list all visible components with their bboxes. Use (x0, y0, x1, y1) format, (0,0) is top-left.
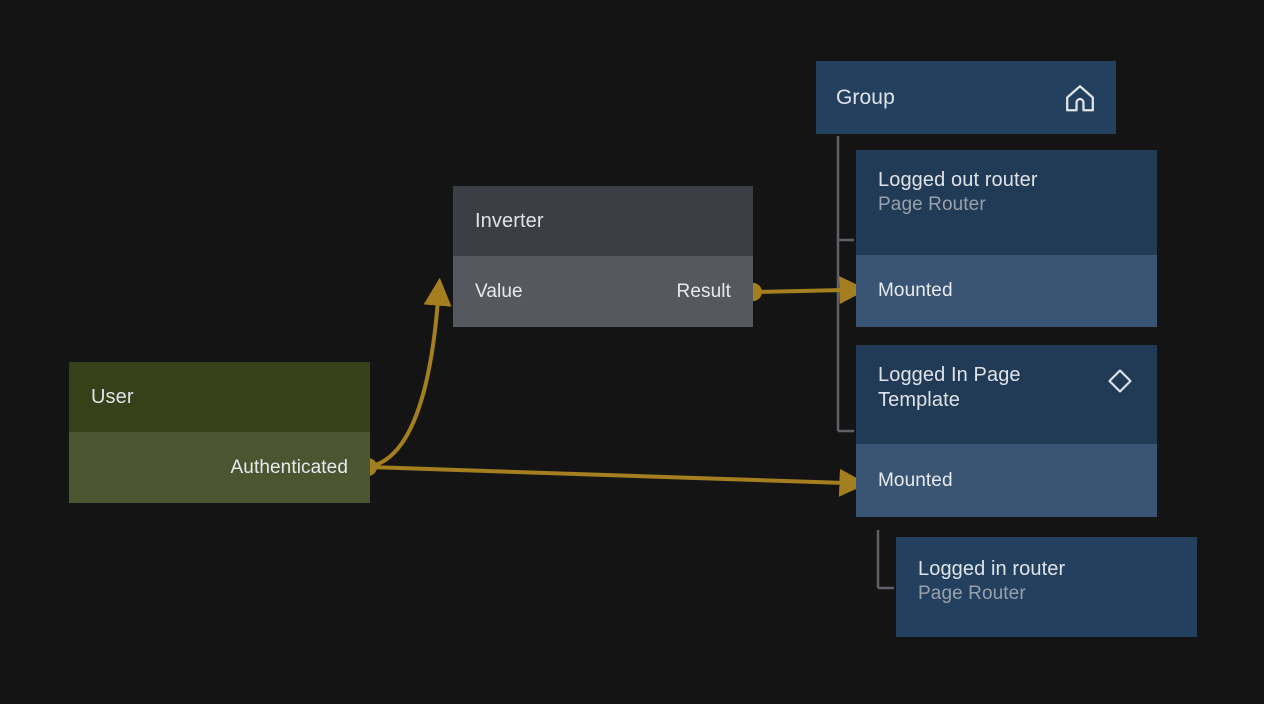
wire-inverter-to-logged-out-mounted (753, 276, 868, 305)
node-user[interactable]: User Authenticated (69, 362, 370, 503)
node-group[interactable]: Group (816, 61, 1116, 134)
node-user-header: User (69, 362, 370, 432)
node-group-title: Group (836, 86, 895, 109)
node-logged-in-router-subtitle: Page Router (918, 583, 1026, 604)
node-logged-out-router-header: Logged out router Page Router (856, 150, 1157, 255)
node-logged-in-router[interactable]: Logged in router Page Router (896, 537, 1197, 637)
node-logged-out-router-subtitle: Page Router (878, 194, 986, 215)
node-user-row[interactable]: Authenticated (69, 432, 370, 503)
node-logged-in-router-title: Logged in router (918, 558, 1066, 580)
node-inverter-output-label: Result (676, 280, 731, 302)
node-inverter-input-label: Value (475, 280, 523, 302)
node-logged-in-page-template-row-label: Mounted (878, 469, 953, 491)
node-inverter[interactable]: Inverter Value Result (453, 186, 753, 327)
node-logged-out-router-row-label: Mounted (878, 280, 953, 301)
node-inverter-title: Inverter (475, 209, 544, 232)
wire-user-to-template-mounted (367, 465, 868, 497)
wire-user-to-inverter (367, 277, 452, 469)
node-logged-in-page-template[interactable]: Logged In Page Template Mounted (856, 345, 1157, 517)
node-logged-out-router-row-mounted[interactable]: Mounted (856, 255, 1157, 327)
node-logged-in-page-template-title: Logged In Page Template (878, 364, 1021, 411)
node-inverter-row[interactable]: Value Result (453, 256, 753, 327)
node-logged-out-router-title: Logged out router (878, 169, 1038, 191)
node-user-output-label: Authenticated (230, 456, 348, 478)
diamond-icon (1105, 366, 1135, 396)
node-inverter-header: Inverter (453, 186, 753, 256)
node-user-title: User (91, 385, 134, 408)
node-logged-in-page-template-row-mounted[interactable]: Mounted (856, 444, 1157, 517)
home-icon (1064, 83, 1096, 113)
node-logged-out-router[interactable]: Logged out router Page Router Mounted (856, 150, 1157, 327)
node-logged-in-page-template-header: Logged In Page Template (856, 345, 1157, 444)
